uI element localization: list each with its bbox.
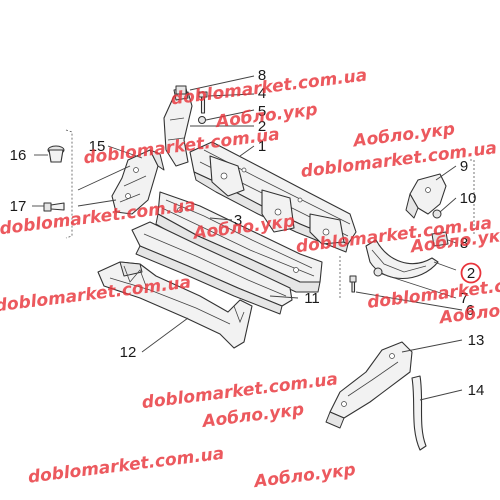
part-15-side-bracket [111, 149, 165, 215]
watermark-text: Аобло.укр [251, 460, 357, 493]
part-13-lower-bracket [325, 341, 413, 429]
callout-15: 15 [89, 138, 106, 155]
watermark-text: Аобло.укр [199, 400, 305, 433]
part-4-bolt [198, 91, 208, 114]
watermark-text: doblomarket.com.ua [170, 66, 368, 110]
highlight-ring [460, 262, 482, 284]
callout-labels: 8 4 5 2 1 16 15 17 3 9 10 8 2 7 11 6 12 … [10, 67, 485, 399]
callout-6: 6 [466, 302, 474, 319]
callout-4: 4 [258, 85, 266, 102]
part-14-strip [411, 375, 427, 451]
callout-1: 1 [258, 138, 266, 155]
callout-8-right: 8 [460, 235, 468, 252]
callout-5: 5 [258, 103, 266, 120]
callout-3: 3 [234, 212, 242, 229]
callout-14: 14 [468, 382, 485, 399]
part-2-curved-bracket [365, 239, 439, 280]
part-8-upper-bracket [163, 85, 193, 167]
callout-12: 12 [120, 344, 137, 361]
watermark-text: doblomarket.com.ua [0, 273, 192, 317]
part-12-absorber-strip [97, 261, 253, 349]
callout-16: 16 [10, 147, 27, 164]
part-10-clip [432, 209, 442, 219]
part-17-screw [43, 202, 65, 212]
callout-9: 9 [460, 158, 468, 175]
part-11-lower-carrier [131, 221, 293, 315]
callout-7: 7 [460, 290, 468, 307]
part-9-right-bracket [405, 173, 447, 219]
callout-8: 8 [258, 67, 266, 84]
watermark-text: doblomarket.com.ua [27, 444, 225, 488]
callout-2: 2 [258, 118, 266, 135]
part-8-block [431, 231, 449, 247]
callout-11: 11 [304, 290, 320, 307]
part-16-clip [47, 145, 65, 163]
callout-2-right: 2 [467, 265, 475, 282]
callout-10: 10 [460, 190, 477, 207]
part-6-bolt [349, 275, 357, 293]
part-7-nut [373, 267, 383, 277]
callout-17: 17 [10, 198, 27, 215]
leader-lines [32, 75, 475, 401]
part-1-crossmember [189, 141, 357, 253]
part-5-nut [198, 116, 206, 124]
callout-13: 13 [468, 332, 485, 349]
